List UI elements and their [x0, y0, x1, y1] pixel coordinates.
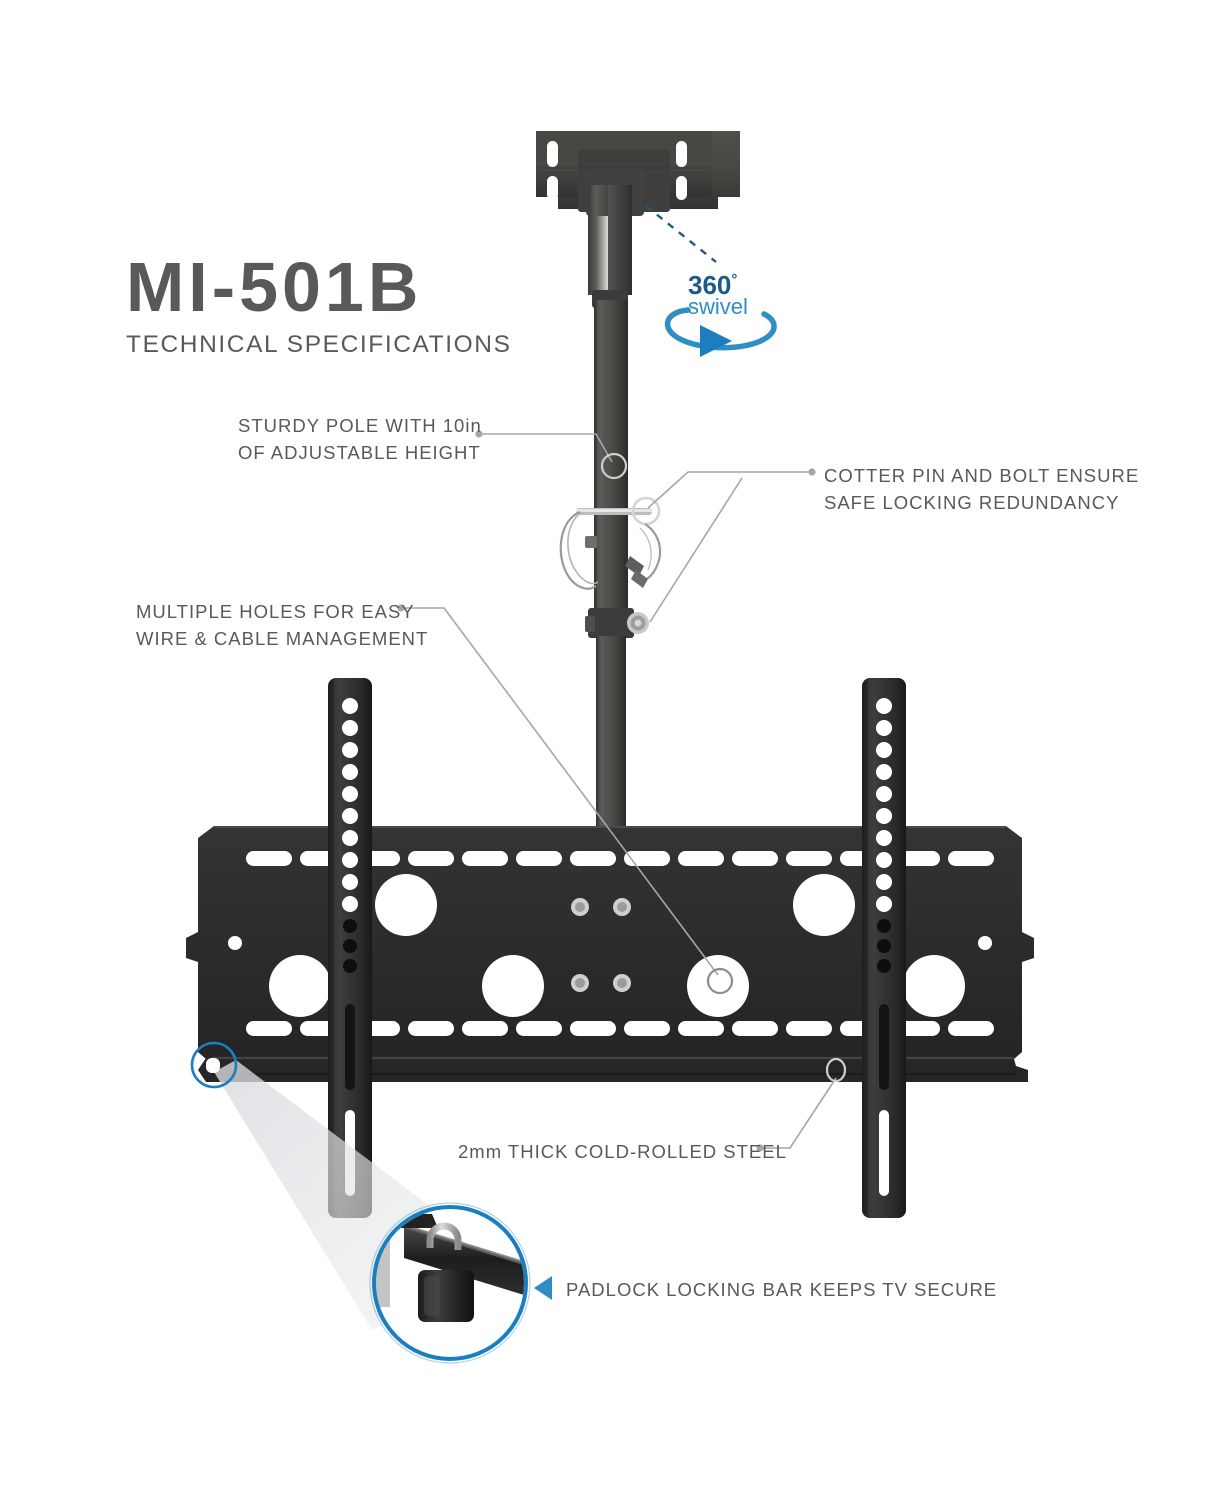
center-bolts [571, 898, 631, 992]
padlock-detail-magnifier [369, 1202, 531, 1364]
cable-management-holes [269, 874, 965, 1017]
ceiling-plate [536, 131, 740, 216]
swivel-value: 360 [688, 270, 732, 300]
swivel-degrees: 360° [688, 272, 748, 298]
padlock-source-marker [190, 1041, 238, 1089]
callout-multiple-holes: MULTIPLE HOLES FOR EASY WIRE & CABLE MAN… [136, 601, 429, 649]
callout-sturdy-pole: STURDY POLE WITH 10in OF ADJUSTABLE HEIG… [238, 415, 482, 463]
circular-arrow-icon [664, 307, 777, 357]
callout-padlock-bar: PADLOCK LOCKING BAR KEEPS TV SECURE [566, 1279, 998, 1300]
degree-symbol: ° [731, 271, 738, 289]
tv-bracket-bar [186, 826, 1034, 1082]
padlock-callout-arrow-icon [534, 1276, 552, 1300]
adjustable-pole-upper [588, 185, 632, 308]
page-title: MI-501B TECHNICAL SPECIFICATIONS [126, 252, 512, 359]
model-number: MI-501B [126, 248, 423, 326]
swivel-badge: 360° swivel [688, 272, 748, 318]
vertical-rail-right [862, 678, 906, 1218]
swivel-label: swivel [688, 294, 748, 319]
adjustable-pole-lower [576, 636, 646, 842]
cotter-pin-assembly [559, 496, 662, 590]
locking-bolt-assembly [585, 608, 649, 638]
leader-lines [397, 205, 847, 1152]
adjustable-pole-main [594, 300, 628, 612]
vertical-rail-left [328, 678, 372, 1218]
callout-cold-rolled-steel: 2mm THICK COLD-ROLLED STEEL [458, 1141, 787, 1162]
callout-cotter-pin: COTTER PIN AND BOLT ENSURE SAFE LOCKING … [824, 465, 1140, 513]
page-subtitle: TECHNICAL SPECIFICATIONS [126, 331, 512, 358]
